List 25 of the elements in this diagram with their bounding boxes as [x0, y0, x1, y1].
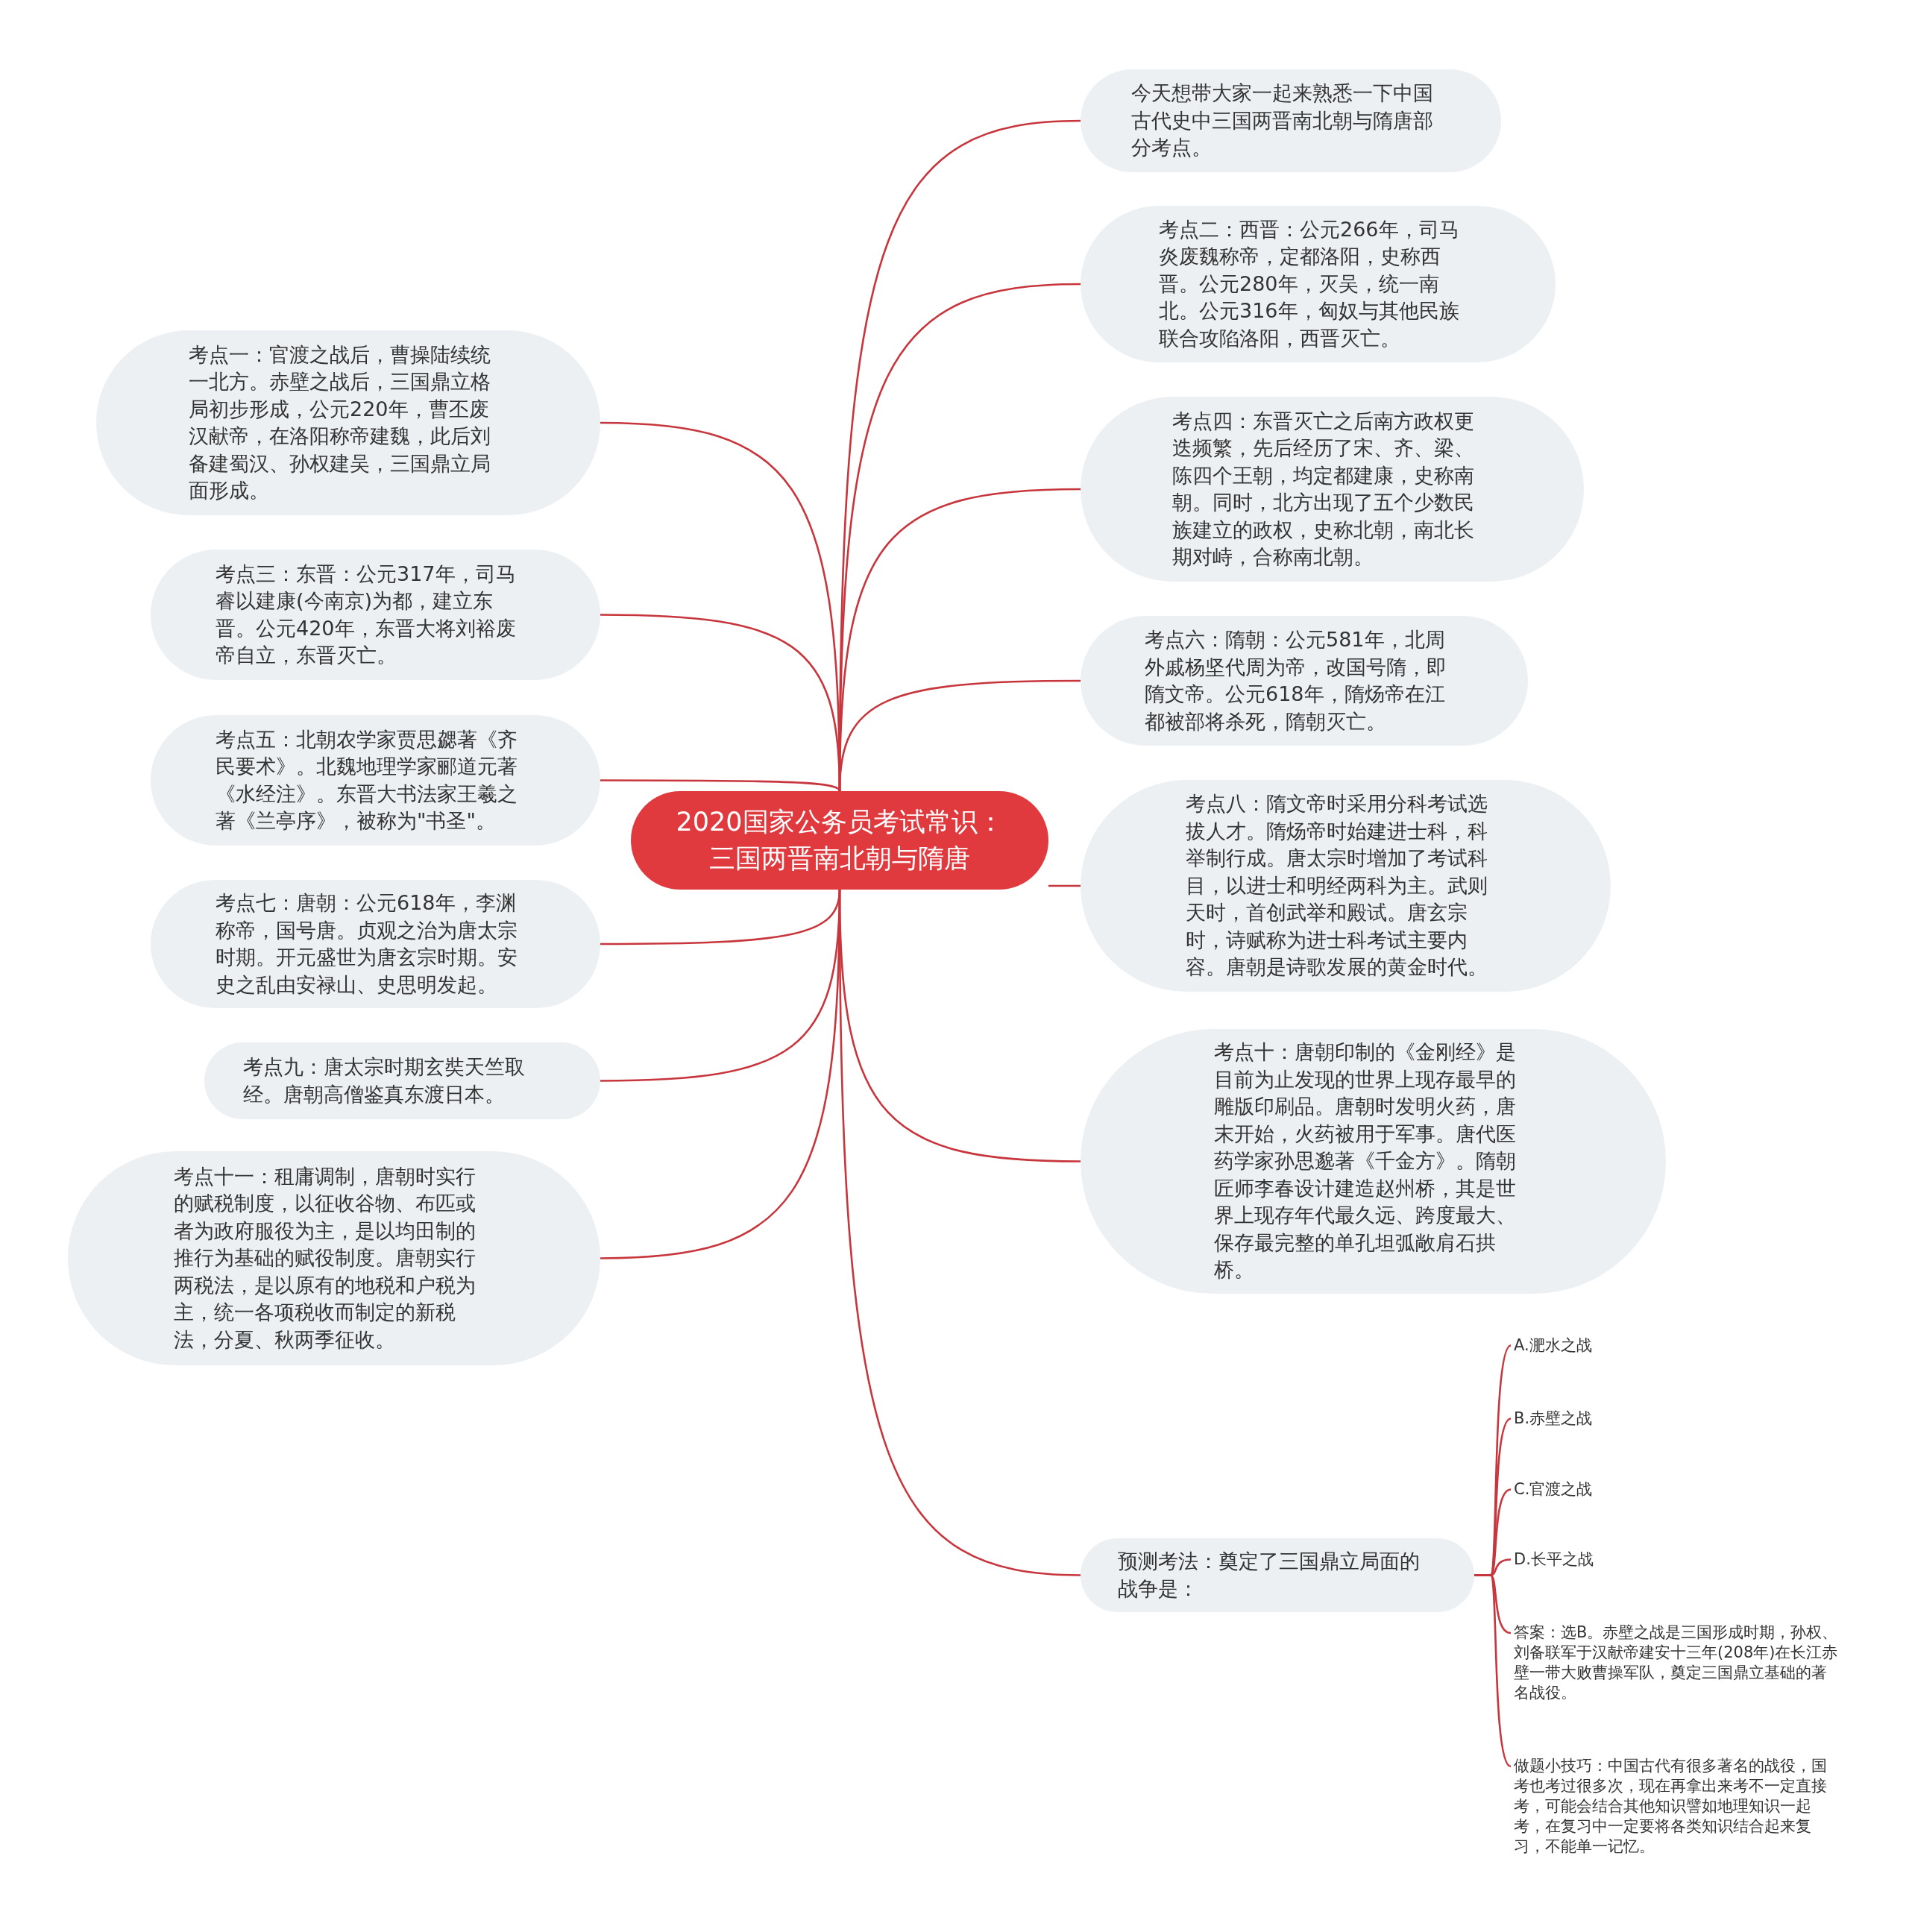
topic-text: 考点六：隋朝：公元581年，北周外戚杨坚代周为帝，改国号隋，即隋文帝。公元618年，隋炀帝在江都被部将杀死，隋朝灭亡。 — [1145, 627, 1447, 734]
topic-text: 预测考法：奠定了三国鼎立局面的战争是： — [1118, 1549, 1421, 1602]
topic-text: 考点一：官渡之战后，曹操陆续统一北方。赤壁之战后，三国鼎立格局初步形成，公元220年，曹丕废汉献帝，在洛阳称帝建魏，此后刘备建蜀汉、孙权建吴，三国鼎立局面形成。 — [189, 342, 491, 503]
connector-line — [1048, 884, 1081, 887]
option-text: C.官渡之战 — [1514, 1479, 1663, 1500]
option-text: B.赤壁之战 — [1514, 1409, 1663, 1429]
topic-text: 考点十一：租庸调制，唐朝时实行的赋税制度，以征收谷物、布匹或者为政府服役为主，是以均田制的推行为基础的赋役制度。唐朝实行两税法，是以原有的地税和户税为主，统一各项税收而制定的新税法，分夏、秋两季征收。 — [174, 1163, 477, 1353]
topic-text: 考点二：西晋：公元266年，司马炎废魏称帝，定都洛阳，史称西晋。公元280年，灭吴，统一南北。公元316年，匈奴与其他民族联合攻陷洛阳，西晋灭亡。 — [1159, 216, 1460, 351]
note-text: 做题小技巧：中国古代有很多著名的战役，国考也考过很多次，现在再拿出来考不一定直接考，可能会结合其他知识譬如地理知识一起考，在复习中一定要将各类知识结合起来复习，不能单一记忆。 — [1514, 1756, 1842, 1857]
central-topic-text: 2020国家公务员考试常识：三国两晋南北朝与隋唐 — [675, 806, 1004, 875]
note-text: 答案：选B。赤壁之战是三国形成时期，孙权、刘备联军于汉献帝建安十三年(208年)在长江赤壁一带大败曹操军队，奠定三国鼎立基础的著名战役。 — [1514, 1623, 1842, 1703]
topic-text: 考点五：北朝农学家贾思勰著《齐民要术》。北魏地理学家郦道元著《水经注》。东晋大书法家王羲之著《兰亭序》，被称为"书圣"。 — [216, 726, 518, 834]
topic-text: 考点四：东晋灭亡之后南方政权更迭频繁，先后经历了宋、齐、梁、陈四个王朝，均定都建康，史称南朝。同时，北方出现了五个少数民族建立的政权，史称北朝，南北长期对峙，合称南北朝。 — [1172, 408, 1475, 570]
connector-line — [600, 890, 841, 1259]
connector-line — [600, 614, 841, 792]
topic-text: 考点九：唐太宗时期玄奘天竺取经。唐朝高僧鉴真东渡日本。 — [243, 1054, 526, 1107]
topic-text: 考点三：东晋：公元317年，司马睿以建康(今南京)为都，建立东晋。公元420年，东晋大将刘裕废帝自立，东晋灭亡。 — [216, 561, 517, 668]
topic-text: 考点十：唐朝印制的《金刚经》是目前为止发现的世界上现存最早的雕版印刷品。唐朝时发明火药，唐末开始，火药被用于军事。唐代医药学家孙思邈著《千金方》。隋朝匠师李春设计建造赵州桥，其是世界上现存年代最久远、跨度最大、保存最完整的单孔坦弧敞肩石拱桥。 — [1214, 1039, 1517, 1283]
topic-text: 考点七：唐朝：公元618年，李渊称帝，国号唐。贞观之治为唐太宗时期。开元盛世为唐玄宗时期。安史之乱由安禄山、史思明发起。 — [216, 890, 518, 998]
connector-line — [1474, 1574, 1512, 1767]
topic-text: 考点八：隋文帝时采用分科考试选拔人才。隋炀帝时始建进士科，科举制行成。唐太宗时增加了考试科目，以进士和明经两科为主。武则天时，首创武举和殿试。唐玄宗时，诗赋称为进士科考试主要内容。唐朝是诗歌发展的黄金时代。 — [1186, 791, 1488, 981]
option-text: D.长平之战 — [1514, 1549, 1663, 1570]
connector-line — [600, 779, 841, 792]
topic-text: 今天想带大家一起来熟悉一下中国古代史中三国两晋南北朝与隋唐部分考点。 — [1131, 81, 1434, 161]
option-text: A.淝水之战 — [1514, 1335, 1663, 1356]
